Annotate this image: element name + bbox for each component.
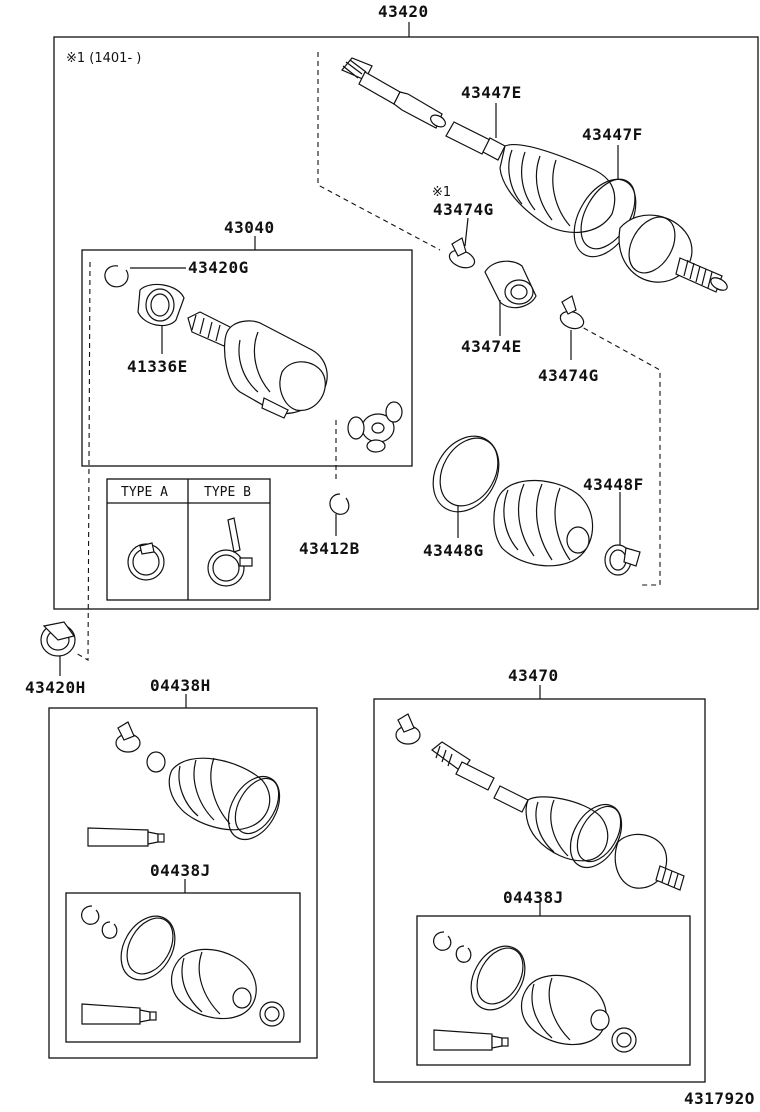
part-label-41336E[interactable]: 41336E bbox=[127, 357, 188, 376]
part-label-04438J-left[interactable]: 04438J bbox=[150, 861, 211, 880]
seal-41336E-drawing bbox=[137, 283, 185, 327]
kit-04438J-right-contents-drawing bbox=[433, 931, 637, 1053]
type-table: TYPE A TYPE B bbox=[106, 478, 271, 601]
part-label-04438H[interactable]: 04438H bbox=[150, 676, 211, 695]
inboard-joint-housing-drawing bbox=[187, 311, 328, 419]
part-label-43448F[interactable]: 43448F bbox=[583, 475, 644, 494]
alignment-line-right bbox=[559, 314, 661, 586]
alignment-line-left bbox=[73, 261, 91, 661]
mark-43474G-top: ※1 bbox=[432, 185, 451, 200]
part-label-43474E[interactable]: 43474E bbox=[461, 337, 522, 356]
kit-04438J-left-contents-drawing bbox=[81, 905, 285, 1027]
kit-04438H-frame bbox=[48, 707, 318, 1059]
snap-ring-43420G-drawing bbox=[104, 265, 129, 288]
snap-ring-43412B-drawing bbox=[329, 493, 350, 515]
part-label-43447E[interactable]: 43447E bbox=[461, 83, 522, 102]
catalog-number: 431792O bbox=[684, 1089, 755, 1108]
part-label-43447F[interactable]: 43447F bbox=[582, 125, 643, 144]
clamp-type-b-drawing bbox=[207, 517, 253, 587]
part-label-04438J-right[interactable]: 04438J bbox=[503, 888, 564, 907]
clamp-43474G-bottom-drawing bbox=[559, 295, 585, 330]
kit-04438J-right-frame bbox=[416, 915, 691, 1066]
boot-band-43448F-drawing bbox=[604, 544, 641, 576]
inboard-boot-drawing bbox=[493, 479, 594, 567]
note-1401: ※1 (1401- ) bbox=[66, 51, 141, 66]
type-b-label: TYPE B bbox=[204, 485, 251, 500]
kit-04438J-left-frame bbox=[65, 892, 301, 1043]
part-label-43420G[interactable]: 43420G bbox=[188, 258, 249, 277]
part-label-43474G-top[interactable]: 43474G bbox=[433, 200, 494, 219]
alignment-line-upper bbox=[317, 52, 441, 251]
kit-04438H-contents-drawing bbox=[87, 721, 281, 847]
part-label-43412B[interactable]: 43412B bbox=[299, 539, 360, 558]
part-label-43474G-bottom[interactable]: 43474G bbox=[538, 366, 599, 385]
leader-43474G-top bbox=[464, 217, 469, 247]
bearing-43420H-drawing bbox=[40, 621, 76, 657]
clamp-43474G-top-drawing bbox=[448, 237, 476, 269]
part-label-43420H[interactable]: 43420H bbox=[25, 678, 86, 697]
assembly-43040-frame bbox=[81, 249, 413, 467]
damper-43474E-drawing bbox=[484, 260, 537, 309]
assembly-43420-frame bbox=[53, 36, 759, 610]
part-label-43448G[interactable]: 43448G bbox=[423, 541, 484, 560]
assembly-43470-shaft-drawing bbox=[395, 713, 685, 891]
boot-band-43448G-drawing bbox=[432, 435, 500, 513]
tripod-drawing bbox=[347, 401, 403, 453]
part-label-43470[interactable]: 43470 bbox=[508, 666, 559, 685]
part-label-43040[interactable]: 43040 bbox=[224, 218, 275, 237]
part-label-43420[interactable]: 43420 bbox=[378, 2, 429, 21]
driveshaft-upper-drawing bbox=[341, 57, 728, 293]
type-a-label: TYPE A bbox=[121, 485, 168, 500]
